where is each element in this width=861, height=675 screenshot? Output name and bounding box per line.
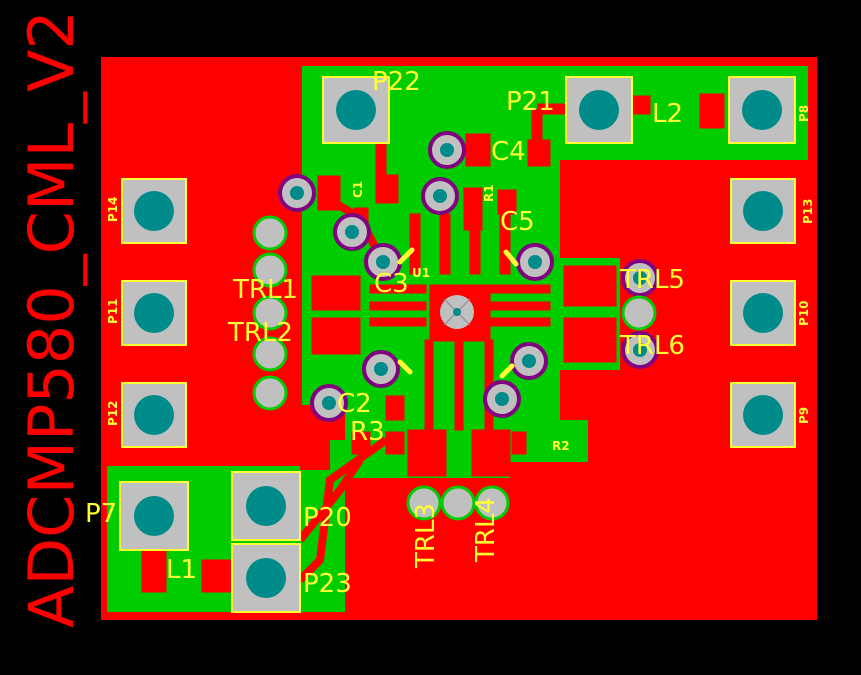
label-trl4: TRL4 [471,497,501,563]
silk-marks [397,247,519,379]
round-vias [252,131,659,521]
label-p13: P13 [801,199,815,225]
label-trl5: TRL5 [619,265,685,295]
label-l1: L1 [166,555,197,585]
label-p23: P23 [303,569,352,599]
label-trl6: TRL6 [619,331,685,361]
label-c5: C5 [500,207,535,237]
label-l2: L2 [652,99,683,129]
label-r2: R2 [552,439,570,453]
label-c1: C1 [351,181,365,198]
label-p20: P20 [303,503,352,533]
label-p21: P21 [506,87,555,117]
label-p8: P8 [797,105,811,122]
pad-drills [134,90,783,598]
label-p12: P12 [106,401,120,427]
label-trl2: TRL2 [227,318,293,348]
label-trl1: TRL1 [232,275,298,305]
label-p10: P10 [797,301,811,327]
label-r3: R3 [350,417,385,447]
label-c2: C2 [337,389,372,419]
label-r1: R1 [482,184,496,202]
label-p22: P22 [372,67,421,97]
label-p9: P9 [797,407,811,424]
label-u1: U1 [412,266,430,280]
label-c3: C3 [374,269,409,299]
label-trl3: TRL3 [411,503,441,569]
label-c4: C4 [491,137,526,167]
label-p14: P14 [106,197,120,223]
board-title: ADCMP580_CML_V2 [15,10,88,628]
label-p11: P11 [106,299,120,325]
label-p7: P7 [85,499,117,529]
